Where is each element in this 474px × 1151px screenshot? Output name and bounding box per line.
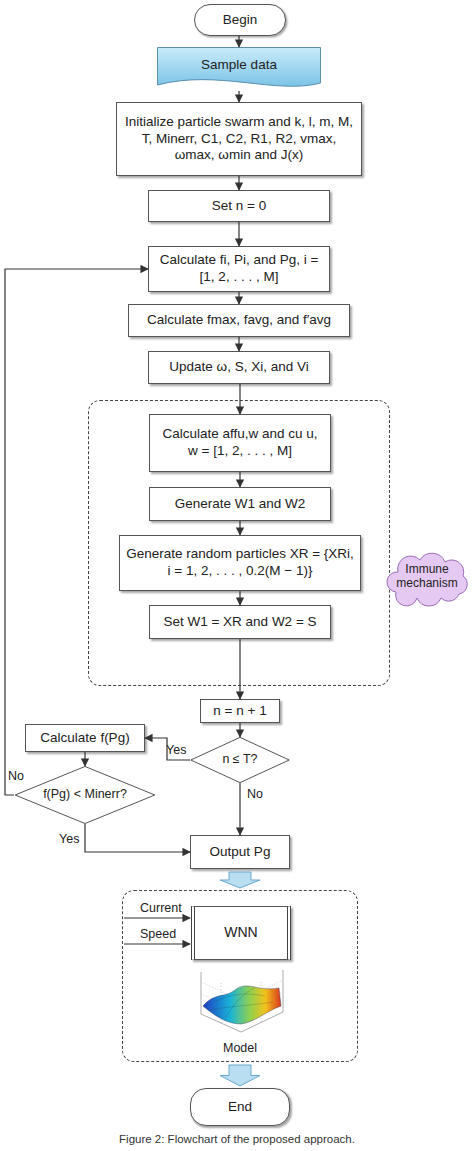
network-box: WNN	[191, 906, 291, 960]
process-box: Output Pg	[190, 835, 290, 869]
group-box: Model WNN	[122, 890, 358, 1062]
node-text: Begin	[223, 12, 258, 29]
flow-arrow	[239, 591, 240, 605]
node-text: Output Pg	[210, 844, 271, 861]
node-text: Model	[223, 1041, 257, 1057]
node-text: Set W1 = XR and W2 = S	[163, 614, 316, 631]
node-text: Calculate fi, Pi, and Pg, i = [1, 2, . .…	[155, 252, 323, 286]
flow-arrow	[238, 337, 239, 351]
flow-arrow	[238, 91, 239, 102]
node-text: Calculate affu,w and cu u, w = [1, 2, . …	[156, 426, 324, 460]
flow-arrow	[239, 639, 240, 699]
edge-label: No	[247, 787, 263, 801]
flow-arrow	[239, 723, 240, 737]
flow-arrow	[239, 783, 240, 835]
surface-plot	[195, 962, 287, 1040]
node-text: Immune mechanism	[381, 562, 473, 591]
node-text: n ≤ T?	[222, 752, 257, 768]
process-box: Set n = 0	[148, 190, 330, 222]
decision-diamond: n ≤ T?	[190, 737, 290, 783]
process-box: Initialize particle swarm and k, l, m, M…	[116, 102, 362, 176]
flow-arrow	[238, 36, 239, 47]
node-text: Calculate f(Pg)	[40, 730, 129, 747]
group-box: Immune mechanismCalculate affu,w and cu …	[88, 400, 390, 686]
process-box: Update ω, S, Xi, and Vi	[148, 351, 330, 384]
flow-arrow	[238, 176, 239, 190]
flow-arrow	[238, 292, 239, 304]
process-box: Calculate affu,w and cu u, w = [1, 2, . …	[149, 414, 331, 472]
flow-arrow	[239, 521, 240, 535]
node-text: Calculate fmax, favg, and f′avg	[147, 312, 331, 329]
node-text: WNN	[224, 924, 257, 942]
node-text: Update ω, S, Xi, and Vi	[169, 359, 308, 376]
process-box: Calculate f(Pg)	[25, 724, 145, 752]
input-label: Current	[140, 901, 182, 915]
block-arrow	[220, 872, 260, 888]
input-line	[124, 943, 190, 944]
edge-label: Yes	[166, 743, 186, 757]
edge-label: No	[8, 769, 24, 783]
node-text: Initialize particle swarm and k, l, m, M…	[123, 114, 355, 165]
flow-arrow	[239, 472, 240, 487]
cloud-tag: Immune mechanism	[381, 547, 473, 605]
node-text: Set n = 0	[212, 198, 266, 215]
flow-arrow	[145, 738, 190, 760]
node-text: Sample data	[201, 57, 277, 74]
decision-diamond: f(Pg) < Minerr?	[14, 766, 156, 824]
terminal-box: Begin	[194, 4, 286, 36]
node-text: n = n + 1	[213, 703, 266, 720]
terminal-box: End	[190, 1088, 290, 1126]
input-line	[124, 917, 190, 918]
node-text: f(Pg) < Minerr?	[43, 787, 127, 803]
edge-label: Yes	[59, 832, 79, 846]
block-arrow	[220, 1065, 260, 1086]
flow-arrow	[5, 269, 148, 795]
flow-arrow	[238, 222, 239, 246]
node-text: End	[228, 1099, 252, 1116]
node-text: Generate W1 and W2	[175, 496, 306, 513]
node-text: Generate random particles XR = {XRi, i =…	[126, 546, 354, 580]
process-box: Set W1 = XR and W2 = S	[149, 605, 331, 639]
process-box: Calculate fi, Pi, and Pg, i = [1, 2, . .…	[148, 246, 330, 292]
process-box: Generate random particles XR = {XRi, i =…	[119, 535, 361, 591]
data-document: Sample data	[157, 47, 321, 91]
figure-caption: Figure 2: Flowchart of the proposed appr…	[0, 1133, 474, 1145]
flow-arrow	[84, 752, 85, 766]
flow-arrow	[85, 824, 190, 852]
process-box: Generate W1 and W2	[149, 487, 331, 521]
input-label: Speed	[140, 927, 176, 941]
process-box: n = n + 1	[200, 699, 280, 723]
process-box: Calculate fmax, favg, and f′avg	[128, 304, 350, 337]
flow-arrow	[239, 384, 240, 414]
